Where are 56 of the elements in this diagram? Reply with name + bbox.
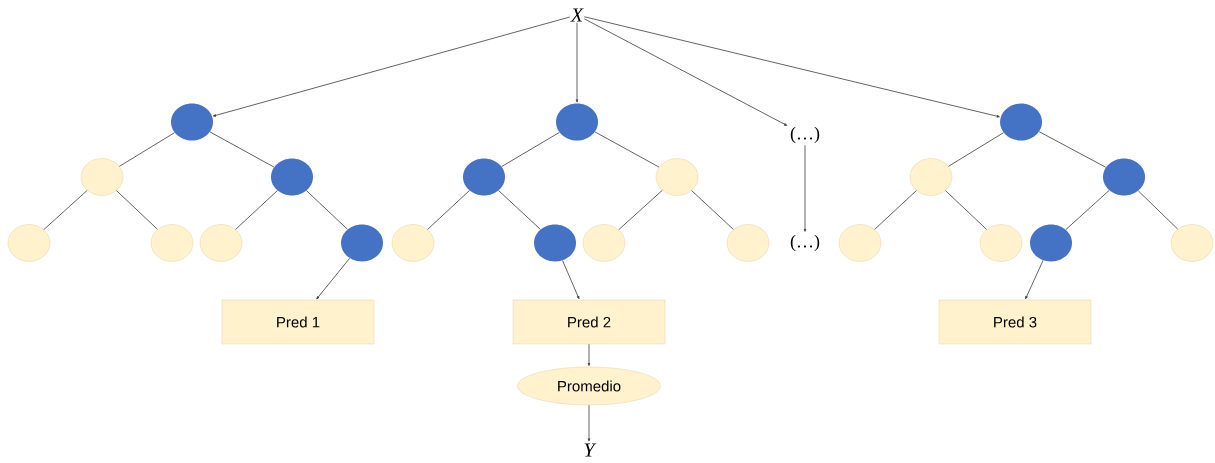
arrow [587,404,591,442]
tree-node [582,224,626,262]
tree-node [463,158,505,196]
arrow [575,22,579,103]
arrow [1025,259,1044,300]
tree-edge [116,190,158,230]
arrow [803,144,807,232]
tree-edge [618,190,663,230]
tree-node [534,224,576,262]
tree-edge [1065,190,1110,230]
tree-node [150,224,194,262]
ellipsis-label: (…) [790,234,820,252]
prediction-box: Pred 2 [512,299,666,345]
variable-label: X [570,8,584,22]
tree-edge [119,132,175,167]
tree-edge [306,190,348,230]
tree-edge [874,190,917,230]
arrow [213,16,571,117]
arrow [316,257,351,300]
arrow [583,16,1000,118]
tree-node [391,224,435,262]
arrow [587,343,591,366]
tree-edge [43,190,88,230]
tree-edge [209,131,275,168]
tree-node [1000,103,1042,141]
tree-edge [1038,131,1107,168]
prediction-box: Pred 1 [221,299,375,345]
tree-edge [427,190,470,230]
tree-node [838,224,882,262]
tree-node [80,158,124,196]
tree-node [171,103,213,141]
tree-edge [501,132,560,167]
tree-edge [498,190,541,230]
tree-edge [594,131,660,168]
tree-node [726,224,770,262]
tree-node [271,158,313,196]
tree-node [1103,158,1145,196]
tree-node [199,224,243,262]
tree-edge [948,132,1004,167]
arrow [562,260,580,300]
tree-node [1170,224,1214,262]
arrow [583,18,788,126]
tree-node [979,224,1023,262]
variable-label: Y [584,443,597,457]
tree-node [655,158,699,196]
tree-edge [235,190,278,230]
tree-node [909,158,953,196]
tree-node [7,224,51,262]
tree-node [341,224,383,262]
ellipsis-label: (…) [790,126,820,144]
tree-node [1030,224,1072,262]
tree-edge [945,190,987,230]
tree-edge [1137,190,1179,230]
tree-edge [691,190,734,230]
prediction-box: Pred 3 [938,299,1092,345]
tree-node [556,103,598,141]
